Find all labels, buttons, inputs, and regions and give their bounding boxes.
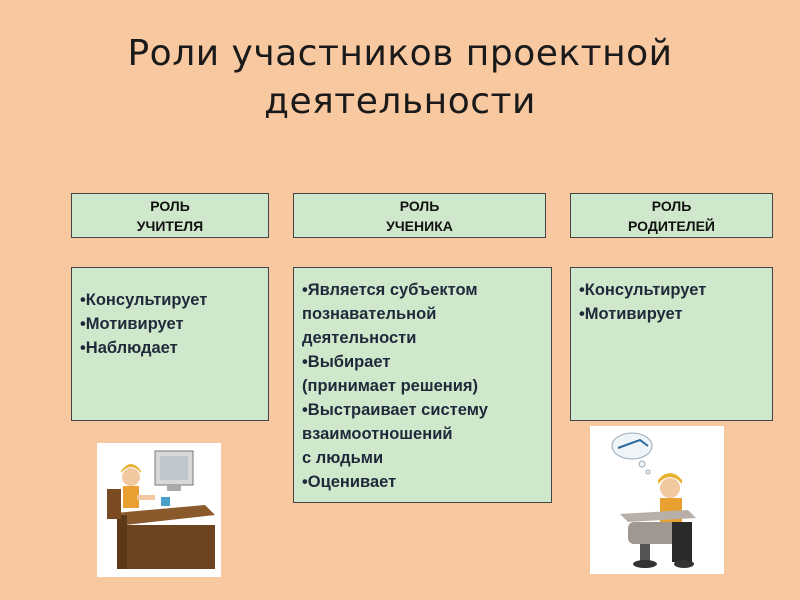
parent-thinking-illustration: [590, 426, 724, 574]
teacher-roles-box: •Консультирует •Мотивирует •Наблюдает: [71, 267, 269, 421]
student-header-line-1: РОЛЬ: [399, 198, 440, 214]
title-line-2: деятельности: [264, 81, 536, 122]
student-role-item: деятельности: [302, 329, 417, 347]
title-line-1: Роли участников проектной: [127, 33, 673, 74]
teacher-at-desk-illustration: [97, 443, 221, 577]
parents-header-line-2: РОДИТЕЛЕЙ: [627, 218, 715, 234]
student-role-header: РОЛЬ УЧЕНИКА: [293, 193, 546, 238]
parents-role-item: •Мотивирует: [579, 305, 683, 323]
teacher-role-item: •Мотивирует: [80, 315, 184, 333]
teacher-role-item: •Консультирует: [80, 291, 208, 309]
teacher-role-header: РОЛЬ УЧИТЕЛЯ: [71, 193, 269, 238]
teacher-role-item: •Наблюдает: [80, 339, 178, 357]
parents-role-item: •Консультирует: [579, 281, 707, 299]
student-role-item: •Выбирает: [302, 353, 391, 371]
student-role-item: (принимает решения): [302, 377, 478, 395]
student-role-item: познавательной: [302, 305, 437, 323]
parents-role-header: РОЛЬ РОДИТЕЛЕЙ: [570, 193, 773, 238]
student-roles-box: •Является субъектом познавательной деятель…: [293, 267, 552, 503]
teacher-header-line-2: УЧИТЕЛЯ: [136, 218, 204, 234]
parents-roles-box: •Консультирует •Мотивирует: [570, 267, 773, 421]
student-role-item: •Оценивает: [302, 473, 397, 491]
parents-header-line-1: РОЛЬ: [651, 198, 692, 214]
page-title: Роли участников проектной деятельности: [0, 30, 800, 126]
student-header-line-2: УЧЕНИКА: [386, 218, 453, 234]
student-role-item: •Выстраивает систему: [302, 401, 488, 419]
student-role-item: •Является субъектом: [302, 281, 478, 299]
student-role-item: с людьми: [302, 449, 384, 467]
teacher-header-line-1: РОЛЬ: [150, 198, 190, 214]
student-role-item: взаимоотношений: [302, 425, 453, 443]
